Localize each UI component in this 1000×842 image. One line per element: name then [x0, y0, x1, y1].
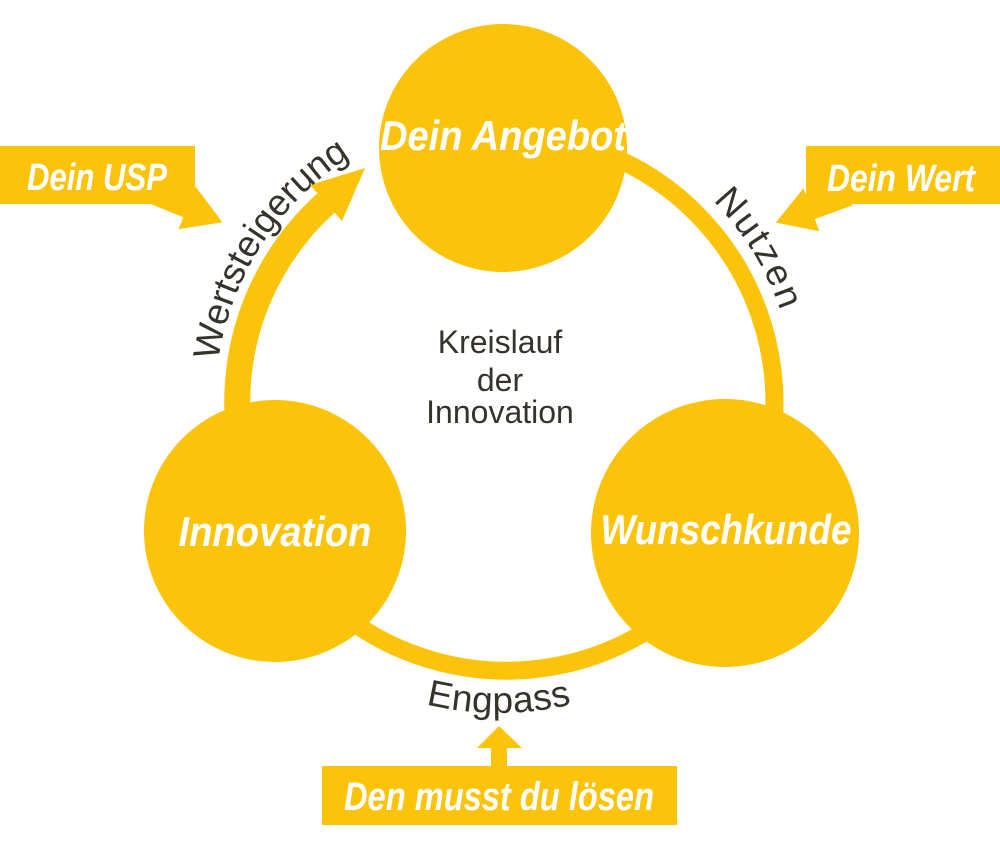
arc-label-wertsteigerung: Wertsteigerung [186, 130, 355, 363]
center-title: Kreislauf der Innovation [426, 324, 574, 430]
callout-arrow-head [477, 726, 522, 748]
callout-arrow-head [178, 186, 223, 230]
center-title-line-2: der [477, 362, 524, 398]
callout-arrow-up-icon [477, 726, 522, 770]
callout-dein-wert: Dein Wert [775, 146, 1000, 232]
center-title-line-1: Kreislauf [438, 324, 563, 360]
callout-arrow-dein-usp-icon [146, 183, 223, 230]
callout-arrow-head [775, 188, 820, 232]
callout-label-dein-usp: Dein USP [27, 157, 168, 199]
callout-arrow-dein-wert-icon [775, 186, 853, 232]
arc-label-engpass: Engpass [424, 672, 574, 721]
arc-label-wertsteigerung-text: Wertsteigerung [186, 130, 355, 363]
callout-den-musst-du-loesen: Den musst du lösen [322, 726, 677, 825]
callout-arrow-shaft [491, 744, 507, 770]
wertsteigerung-arrowhead-icon [310, 168, 365, 221]
node-circle-wunschkunde [591, 399, 859, 667]
node-circle-dein-angebot [379, 24, 627, 272]
node-circle-innovation [144, 400, 406, 662]
callout-box-den-musst-du-loesen [322, 766, 677, 825]
callout-label-den-musst-du-loesen: Den musst du lösen [344, 775, 654, 819]
callout-label-dein-wert: Dein Wert [827, 158, 976, 200]
node-label-wunschkunde: Wunschkunde [601, 506, 852, 553]
node-label-dein-angebot: Dein Angebot [380, 112, 628, 159]
callout-arrow-shaft [146, 183, 193, 219]
arc-label-engpass-text: Engpass [424, 672, 573, 721]
center-title-line-3: Innovation [426, 394, 574, 430]
callout-arrow-shaft [806, 186, 853, 220]
node-label-innovation: Innovation [179, 508, 372, 555]
callout-dein-usp: Dein USP [0, 146, 223, 230]
